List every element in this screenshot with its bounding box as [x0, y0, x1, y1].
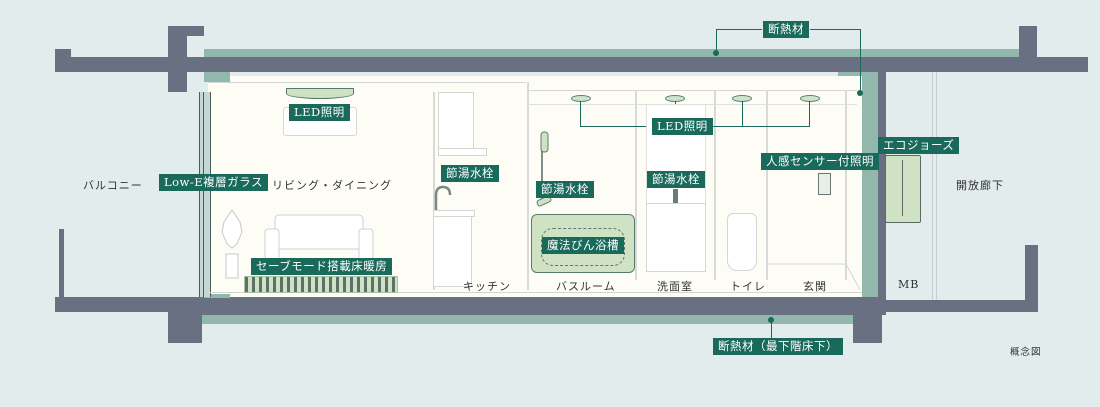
floor-insulation-corner	[204, 294, 230, 298]
insulation-bottom-leader	[771, 320, 772, 339]
floor-slab	[200, 297, 886, 315]
vanity-faucet-icon	[673, 189, 678, 203]
tag-faucet-wash: 節湯水栓	[647, 171, 705, 188]
insulation-top-leader	[860, 29, 861, 93]
vanity-cabinet	[646, 203, 706, 272]
tag-insulation-top: 断熱材	[763, 21, 809, 38]
balcony-railing-base	[55, 297, 68, 303]
balcony-railing	[59, 229, 64, 299]
entry-wall-insulation	[862, 86, 878, 298]
kitchen-counter	[433, 213, 472, 287]
room-label-living: リビング・ダイニング	[272, 179, 392, 192]
led-leader	[742, 101, 743, 127]
column-top	[168, 26, 187, 92]
ceiling-insulation-corner-left	[204, 72, 230, 82]
tag-ecojozu: エコジョーズ	[878, 137, 960, 154]
room-label-mb: MB	[898, 278, 920, 291]
shower-icon	[536, 131, 552, 207]
tag-low-e-glass: Low-E複層ガラス	[159, 174, 268, 191]
led-leader	[580, 101, 581, 127]
corridor-railing	[1025, 245, 1038, 312]
tag-insulation-bottom: 断熱材（最下階床下）	[713, 338, 843, 355]
beam-bottom-left	[168, 312, 202, 343]
ceiling-downlight	[571, 95, 591, 102]
ceiling-slab	[200, 57, 1088, 72]
room-label-kitchen: キッチン	[463, 280, 511, 293]
insulation-top-leader	[716, 29, 762, 30]
diagram-caption: 概念図	[1010, 347, 1042, 358]
floor-slab	[55, 297, 218, 312]
kitchen-faucet-icon	[434, 185, 452, 210]
tag-sensor-light: 人感センサー付照明	[761, 153, 879, 170]
mb-partition	[932, 72, 937, 300]
ecojozu-panel	[902, 160, 917, 216]
ceiling-line	[527, 90, 857, 91]
beam-bottom-right	[853, 312, 882, 343]
entrance-step	[766, 263, 861, 291]
balcony-ceiling-upstand	[55, 49, 71, 59]
toilet	[727, 213, 757, 271]
room-label-toilet: トイレ	[730, 280, 766, 293]
floor-slab-corridor	[878, 300, 1038, 312]
partition	[635, 90, 637, 280]
partition	[433, 92, 435, 290]
entry-wall	[878, 72, 886, 298]
room-label-entrance: 玄関	[803, 280, 827, 293]
insulation-top-dot	[713, 50, 719, 56]
partition	[714, 90, 716, 280]
partition	[766, 90, 768, 280]
ceiling-downlight	[800, 95, 820, 102]
partition	[845, 90, 847, 280]
tag-thermos-bath: 魔法びん浴槽	[542, 237, 624, 254]
led-leader	[809, 101, 810, 127]
sofa-icon	[264, 214, 374, 266]
insulation-corner-dot	[857, 90, 863, 96]
ecojozu-water-heater	[885, 155, 921, 223]
tag-led-living: LED照明	[289, 104, 350, 121]
room-label-corridor: 開放廊下	[956, 179, 1004, 192]
kitchen-counter-top	[433, 210, 475, 217]
kitchen-upper-frame	[208, 82, 526, 83]
room-label-balcony: バルコニー	[83, 179, 143, 192]
tag-led-ceiling: LED照明	[652, 118, 713, 135]
tag-faucet-bath: 節湯水栓	[536, 181, 594, 198]
tag-floor-heating: セーブモード搭載床暖房	[251, 258, 393, 275]
living-led-light-fixture	[286, 88, 354, 99]
plant-icon	[221, 209, 243, 279]
partition	[527, 82, 529, 290]
column-top	[168, 26, 204, 36]
floor-line	[208, 292, 862, 293]
floor-heating-panel	[244, 276, 398, 293]
insulation-top-leader	[810, 29, 861, 30]
low-e-glass-window	[199, 92, 211, 297]
tag-faucet-kitchen: 節湯水栓	[441, 165, 499, 182]
room-label-bathroom: バスルーム	[556, 280, 616, 293]
corridor-ceiling-upstand	[1019, 26, 1037, 72]
insulation-top-layer	[204, 49, 1020, 58]
room-label-washroom: 洗面室	[657, 280, 693, 293]
insulation-bottom-layer	[202, 315, 853, 324]
range-hood	[438, 92, 474, 150]
insulation-top-leader	[716, 29, 717, 53]
window-mullion	[203, 92, 204, 297]
range-hood-base	[438, 148, 487, 156]
bathtub-inner	[541, 228, 625, 266]
sensor-switch	[818, 173, 831, 195]
